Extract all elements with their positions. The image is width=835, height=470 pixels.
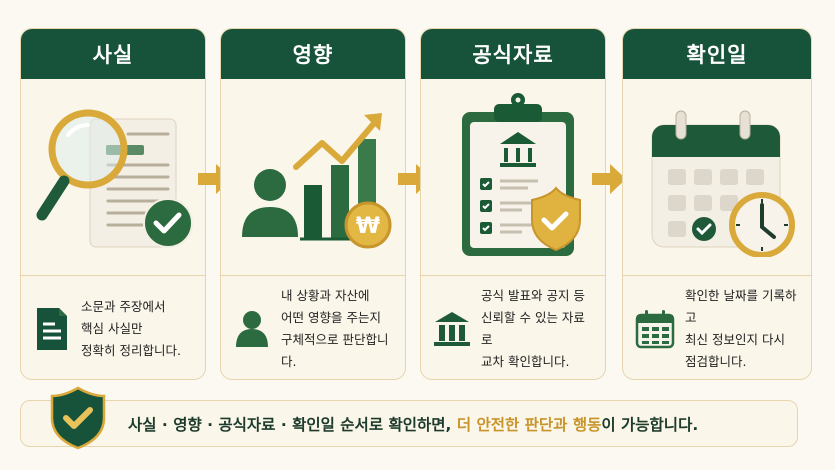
svg-text:₩: ₩ (356, 214, 380, 239)
desc-line: 신뢰할 수 있는 자료로 (481, 309, 585, 347)
desc-line: 교차 확인합니다. (481, 353, 570, 369)
desc-line: 최신 정보인지 다시 (685, 331, 785, 347)
step-description: 내 상황과 자산에 어떤 영향을 주는지 구체적으로 판단합니다. (221, 278, 405, 379)
summary-text-part: 과 (553, 416, 573, 434)
person-growth-chart-won-icon: ₩ (221, 79, 405, 276)
step-title: 사실 (21, 29, 205, 79)
clipboard-institution-shield-icon (421, 79, 605, 276)
desc-line: 점검합니다. (685, 353, 747, 369)
step-card-check-date: 확인일 확인 (622, 28, 812, 380)
desc-line: 정확히 정리합니다. (81, 342, 181, 358)
shield-check-icon (50, 386, 106, 450)
step-title: 영향 (221, 29, 405, 79)
summary-highlight: 행동 (572, 416, 602, 434)
step-card-official-sources: 공식자료 공식 발표와 공지 등 신뢰할 수 있는 자료로 교차 확인합니다. (420, 28, 606, 380)
summary-highlight: 더 안전한 판단 (456, 416, 554, 434)
institution-icon (433, 305, 471, 353)
step-card-facts: 사실 소문과 주장에서 핵심 (20, 28, 206, 380)
desc-line: 구체적으로 판단합니다. (281, 331, 389, 369)
step-card-impact: 영향 ₩ 내 상황과 자산에 어떤 영향을 주는지 구체적으로 판단합니다. (220, 28, 406, 380)
step-title: 공식자료 (421, 29, 605, 79)
desc-line: 확인한 날짜를 기록하고 (685, 287, 797, 325)
desc-line: 핵심 사실만 (81, 320, 143, 336)
summary-banner (20, 400, 798, 447)
person-icon (233, 305, 271, 353)
summary-text-part: 사실 · 영향 · 공식자료 · 확인일 순서로 확인하면, (128, 416, 457, 434)
magnifier-document-check-icon (21, 79, 205, 276)
desc-line: 어떤 영향을 주는지 (281, 309, 381, 325)
desc-line: 공식 발표와 공지 등 (481, 287, 585, 303)
arrow-right-icon (592, 164, 626, 194)
desc-line: 소문과 주장에서 (81, 298, 166, 314)
step-description: 공식 발표와 공지 등 신뢰할 수 있는 자료로 교차 확인합니다. (421, 278, 605, 379)
summary-text-part: 이 가능합니다. (601, 416, 699, 434)
desc-line: 내 상황과 자산에 (281, 287, 370, 303)
step-description: 소문과 주장에서 핵심 사실만 정확히 정리합니다. (21, 278, 205, 379)
summary-text: 사실 · 영향 · 공식자료 · 확인일 순서로 확인하면, 더 안전한 판단과… (128, 413, 698, 435)
step-description: 확인한 날짜를 기록하고 최신 정보인지 다시 점검합니다. (623, 278, 811, 379)
document-icon (33, 305, 71, 353)
calendar-clock-icon (623, 79, 811, 276)
calendar-icon (635, 305, 675, 353)
step-title: 확인일 (623, 29, 811, 79)
